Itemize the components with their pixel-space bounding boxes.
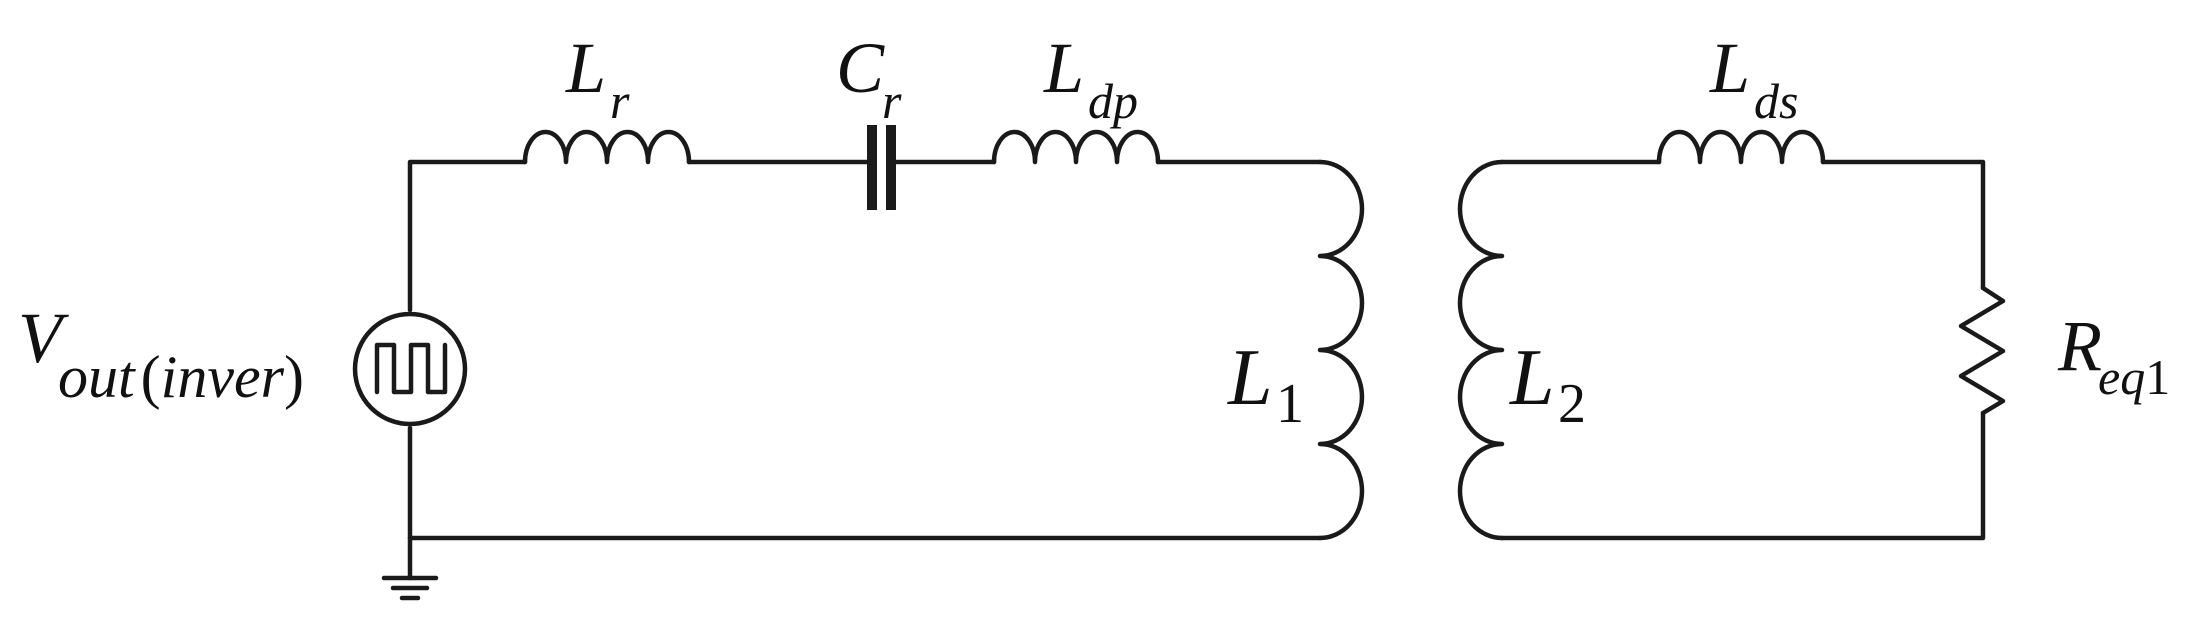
ground-icon [381,535,439,601]
label-req1-main: R [2057,306,2102,386]
label-lds-main: L [1709,28,1750,108]
resistor-icon [1958,285,2006,416]
primary-wire-bottom [407,425,1323,541]
label-l2: L 2 [1509,334,1586,435]
label-lr-main: L [565,28,606,108]
svg-text:eq1: eq1 [2098,349,2170,405]
capacitor-icon [867,125,896,210]
secondary-wire-bottom [1499,410,1986,541]
square-wave-source-icon [352,311,468,427]
label-l1: L 1 [1227,334,1304,435]
label-cr: C r [836,28,902,129]
primary-wire-left-top [407,159,528,313]
label-lr: L r [565,28,630,129]
label-lds-sub: ds [1754,73,1798,129]
label-l2-sub: 2 [1558,373,1586,435]
label-ldp-sub: dp [1088,73,1138,129]
label-req1-sub-upright: 1 [2145,349,2170,405]
transformer-winding-l1 [1317,159,1365,541]
label-lr-sub: r [610,73,630,129]
source-label-paren-close: ) [284,344,304,410]
label-l1-sub: 1 [1276,373,1304,435]
label-l1-main: L [1227,334,1273,422]
transformer-winding-l2 [1457,159,1505,541]
source-label-main: V [18,298,69,378]
inductor-lr [522,129,692,165]
wire-lds-to-req1 [1820,159,1986,291]
label-ldp-main: L [1043,28,1084,108]
label-lds: L ds [1709,28,1798,129]
label-cr-sub: r [882,73,902,129]
label-l2-main: L [1509,334,1555,422]
label-req1-sub-italic: eq [2098,349,2145,405]
label-ldp: L dp [1043,28,1138,129]
source-label-paren-open: ( [141,344,161,410]
svg-text:out(inver): out(inver) [58,344,304,410]
inductor-ldp [991,129,1161,165]
source-label: V out(inver) [18,298,304,410]
source-label-sub-2: inver [161,344,285,410]
source-label-sub-1: out [58,344,136,410]
label-req1: R eq1 [2057,306,2170,405]
inductor-lds [1656,129,1826,165]
label-cr-main: C [836,28,885,108]
